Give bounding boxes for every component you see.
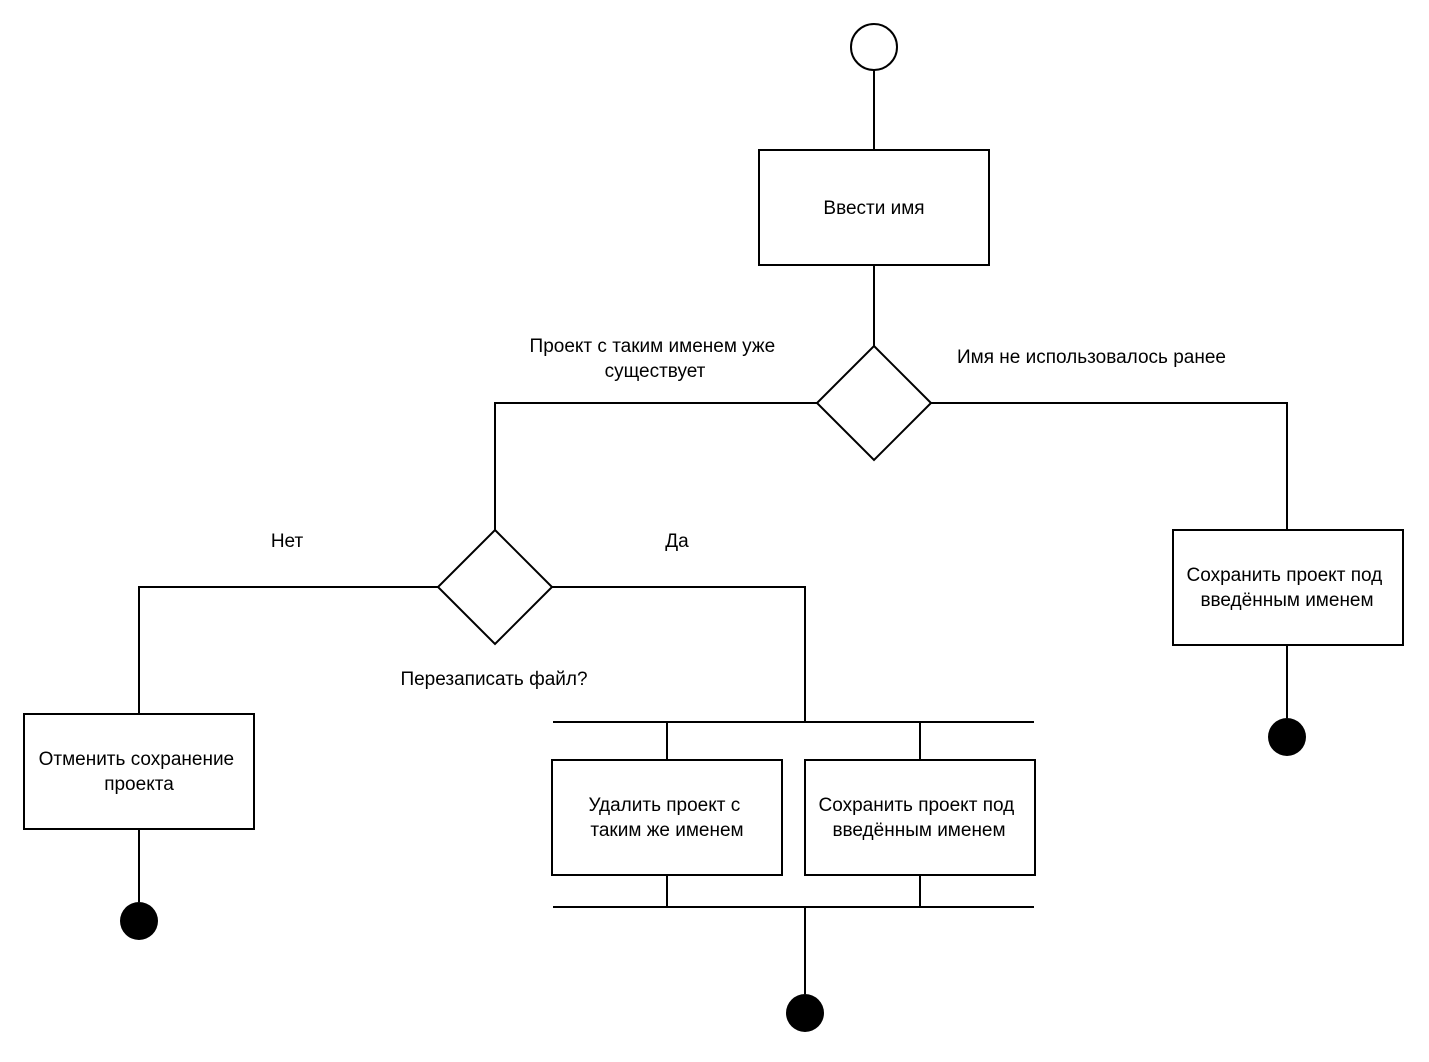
action-cancel-save-label: Отменить сохранение проекта	[39, 749, 240, 795]
action-cancel-save-line-2: проекта	[104, 774, 174, 795]
label-yes: Да	[665, 531, 689, 552]
final-node-overwrite	[786, 994, 824, 1032]
label-project-exists-line-1: Проект с таким именем уже	[530, 336, 776, 357]
action-delete-existing-label: Удалить проект с таким же именем	[588, 795, 745, 841]
flow-exists-branch	[494, 402, 817, 530]
action-enter-name: Ввести имя	[758, 149, 990, 266]
action-save-overwrite-line-1: Сохранить проект под	[819, 795, 1015, 816]
action-save-new-line-2: введённым именем	[1200, 590, 1373, 611]
action-save-overwrite-line-2: введённым именем	[832, 820, 1005, 841]
flow-unused-branch	[931, 402, 1288, 530]
action-save-new: Сохранить проект под введённым именем	[1172, 529, 1404, 646]
label-project-exists-line-2: существует	[605, 361, 706, 382]
action-delete-existing: Удалить проект с таким же именем	[551, 759, 783, 876]
label-overwrite-question: Перезаписать файл?	[400, 669, 587, 690]
final-node-save-new	[1268, 718, 1306, 756]
initial-node	[850, 23, 898, 71]
action-save-overwrite: Сохранить проект под введённым именем	[804, 759, 1036, 876]
decision-name-exists	[815, 344, 933, 462]
flow-yes-branch	[552, 586, 806, 722]
action-save-new-line-1: Сохранить проект под	[1187, 565, 1383, 586]
action-cancel-save: Отменить сохранение проекта	[23, 713, 255, 830]
decision-overwrite	[436, 528, 554, 646]
label-project-exists: Проект с таким именем уже существует	[530, 336, 781, 382]
action-save-overwrite-label: Сохранить проект под введённым именем	[819, 795, 1020, 841]
connectors	[138, 70, 1288, 994]
final-node-cancel	[120, 902, 158, 940]
label-name-unused: Имя не использовалось ранее	[957, 347, 1226, 368]
action-save-new-label: Сохранить проект под введённым именем	[1187, 565, 1388, 611]
action-enter-name-label: Ввести имя	[823, 198, 924, 219]
action-delete-existing-line-2: таким же именем	[590, 820, 743, 841]
action-delete-existing-line-1: Удалить проект с	[588, 795, 740, 816]
label-no: Нет	[271, 531, 304, 552]
flow-no-branch	[138, 586, 438, 714]
action-cancel-save-line-1: Отменить сохранение	[39, 749, 235, 770]
